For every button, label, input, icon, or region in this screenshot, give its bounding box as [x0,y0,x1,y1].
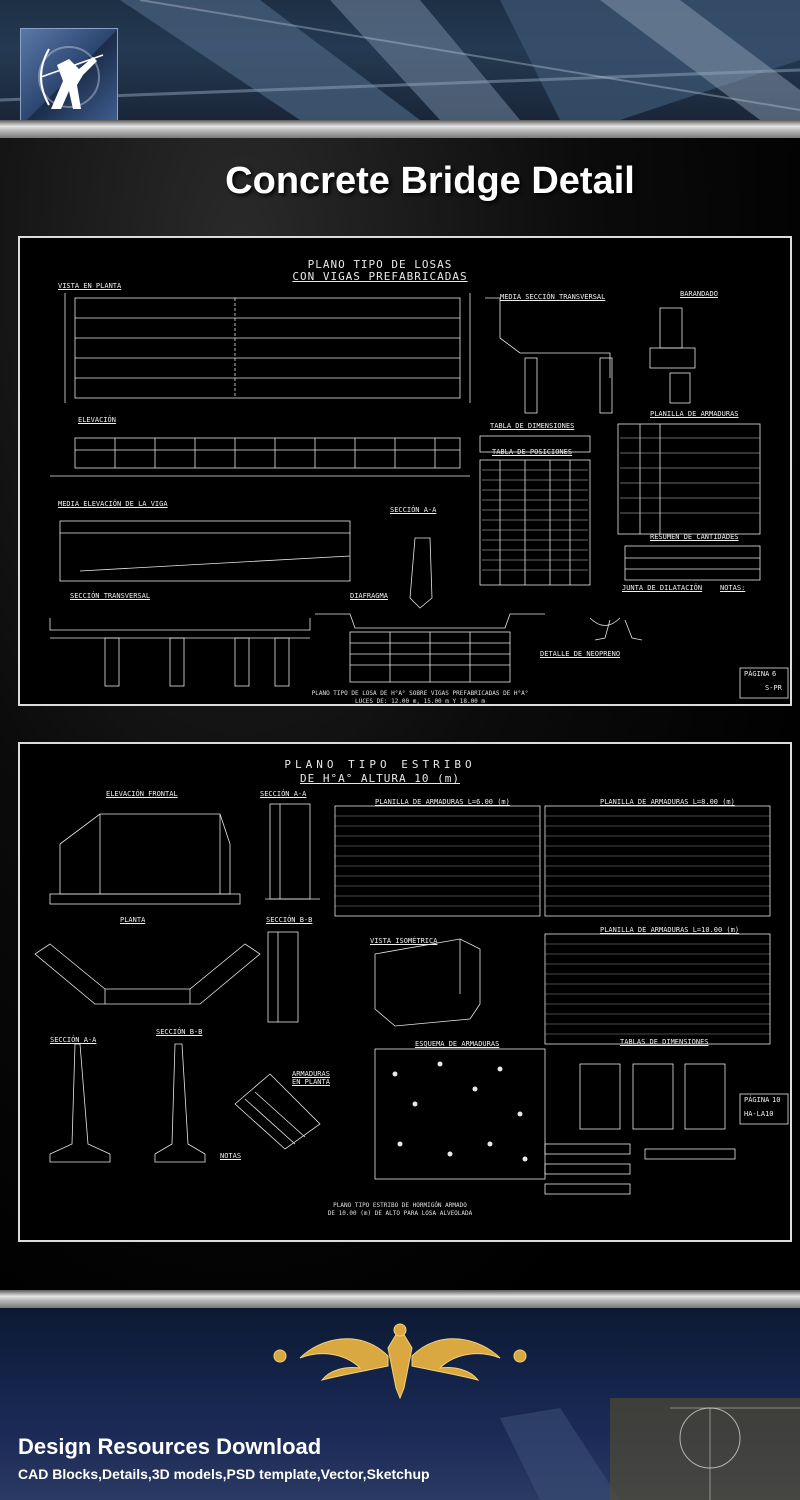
label-notas-2: NOTAS [220,1152,242,1160]
footer-subtitle: CAD Blocks,Details,3D models,PSD templat… [18,1466,430,1482]
label-pagina-code: S-PR [765,684,782,692]
footer-banner [0,1308,800,1500]
label-planilla-armaduras: PLANILLA DE ARMADURAS [650,410,739,418]
sheet-caption-line2: LUCES DE: 12.00 m, 15.00 m Y 18.00 m [354,698,486,705]
label-detalle-neopreno: DETALLE DE NEOPRENO [540,650,621,658]
label-vista-planta: VISTA EN PLANTA [58,282,122,290]
sheet-caption-line1: PLANO TIPO DE LOSA DE H°A° SOBRE VIGAS P… [311,690,529,697]
label-tabla-dimensiones: TABLA DE DIMENSIONES [490,422,575,430]
label-seccion-aa-top: SECCIÓN A-A [260,790,307,798]
label-vista-isometrica: VISTA ISOMÉTRICA [370,937,438,945]
header-banner [0,0,800,120]
label-elevacion: ELEVACIÓN [78,416,116,424]
label-seccion-bb-top: SECCIÓN B-B [266,916,313,924]
label-elevacion-frontal: ELEVACIÓN FRONTAL [106,790,178,798]
footer-title: Design Resources Download [18,1434,322,1459]
top-metal-bar [0,120,800,138]
page-title: Concrete Bridge Detail [225,160,635,202]
cad-drawing-slabs [49,293,789,699]
label-tablas-dimensiones: TABLAS DE DIMENSIONES [620,1038,709,1046]
label-seccion-transversal: SECCIÓN TRANSVERSAL [70,592,151,600]
cad-sheet-slabs: PLANO TIPO DE LOSAS CON VIGAS PREFABRICA… [18,236,792,706]
cad-drawing-abutment [34,803,789,1195]
label-pagina-2: PÁGINA [744,1096,770,1104]
label-seccion-bb-low: SECCIÓN B-B [156,1028,203,1036]
label-planilla-l10: PLANILLA DE ARMADURAS L=10.00 (m) [600,926,740,934]
label-seccion-aa: SECCIÓN A-A [390,506,437,514]
archer-logo [20,28,118,126]
label-esquema-armaduras: ESQUEMA DE ARMADURAS [415,1040,500,1048]
label-planta: PLANTA [120,916,146,924]
label-diafragma: DIAFRAGMA [350,592,388,600]
sheet2-caption-line1: PLANO TIPO ESTRIBO DE HORMIGÓN ARMADO [333,1202,467,1209]
sheet2-title-line2: DE H°A° ALTURA 10 (m) [299,772,461,785]
bottom-metal-bar [0,1290,800,1308]
label-tabla-posiciones: TABLA DE POSICIONES [492,448,573,456]
label-planilla-l8: PLANILLA DE ARMADURAS L=8.00 (m) [600,798,735,806]
label-junta-dilatacion: JUNTA DE DILATACIÓN [622,584,703,592]
label-pagina-num: 6 [772,670,777,678]
label-pagina: PÁGINA [744,670,770,678]
label-media-seccion: MEDIA SECCIÓN TRANSVERSAL [500,293,606,301]
archer-icon [38,46,104,109]
sheet2-title-line1: PLANO TIPO ESTRIBO [284,758,476,771]
label-resumen-cantidades: RESUMEN DE CANTIDADES [650,533,739,541]
label-notas: NOTAS: [720,584,746,592]
label-media-elevacion: MEDIA ELEVACIÓN DE LA VIGA [58,500,168,508]
label-armaduras-planta: ARMADURAS EN PLANTA [292,1070,330,1086]
label-planilla-l6: PLANILLA DE ARMADURAS L=6.00 (m) [375,798,510,806]
label-pagina-code-2: HA-LA10 [744,1110,774,1118]
label-pagina-num-2: 10 [772,1096,781,1104]
sheet-title-line2: CON VIGAS PREFABRICADAS [292,270,468,283]
label-seccion-aa-low: SECCIÓN A-A [50,1036,97,1044]
sheet2-caption-line2: DE 10.00 (m) DE ALTO PARA LOSA ALVEOLADA [327,1210,473,1217]
ornament-graphic [273,1323,800,1500]
steel-beams-graphic [0,0,800,120]
sheet-title-line1: PLANO TIPO DE LOSAS [307,258,453,271]
label-barandado: BARANDADO [680,290,718,298]
cad-sheet-abutment: PLANO TIPO ESTRIBO DE H°A° ALTURA 10 (m) [18,742,792,1242]
